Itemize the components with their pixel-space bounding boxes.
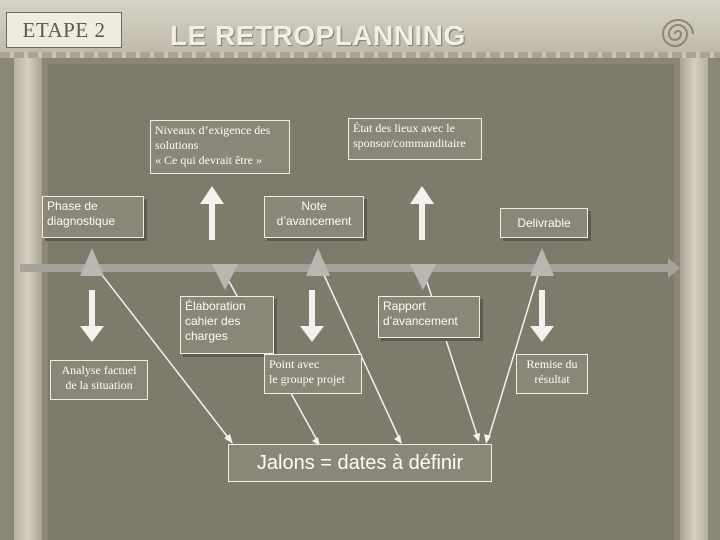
point-avec-box: Point avec le groupe projet — [264, 354, 362, 394]
exigence-line-2: solutions — [155, 138, 285, 153]
connector-arrowhead-1 — [224, 434, 233, 444]
milestone-marker-up-1 — [80, 248, 104, 276]
etat-des-lieux-box: État des lieux avec le sponsor/commandit… — [348, 118, 482, 160]
note-line-2: d’avancement — [269, 214, 359, 229]
connector-line-3 — [318, 262, 400, 440]
analyse-line-2: de la situation — [55, 378, 143, 393]
elaboration-box: Élaboration cahier des charges — [180, 296, 274, 354]
delivrable-label: Delivrable — [505, 211, 583, 235]
milestone-marker-down-1 — [212, 264, 238, 290]
down-arrow-3 — [530, 290, 554, 342]
connector-arrowhead-4 — [473, 433, 480, 442]
timeline-bar — [20, 264, 668, 272]
exigence-line-3: « Ce qui devrait être » — [155, 153, 285, 168]
elaboration-line-3: charges — [185, 329, 269, 344]
note-line-1: Note — [269, 199, 359, 214]
remise-line-1: Remise du — [521, 357, 583, 372]
exigence-box: Niveaux d’exigence des solutions « Ce qu… — [150, 120, 290, 174]
connector-line-5 — [488, 262, 542, 440]
rapport-box: Rapport d’avancement — [378, 296, 480, 338]
phase-line-1: Phase de — [47, 199, 139, 214]
milestone-marker-up-2 — [306, 248, 330, 276]
milestone-marker-up-3 — [530, 248, 554, 276]
etat-line-1: État des lieux avec le — [353, 121, 477, 136]
timeline-arrowhead — [668, 258, 680, 278]
down-arrow-1 — [80, 290, 104, 342]
up-arrow-2 — [410, 186, 434, 240]
milestone-marker-down-2 — [410, 264, 436, 290]
elaboration-line-2: cahier des — [185, 314, 269, 329]
analyse-line-1: Analyse factuel — [55, 363, 143, 378]
phase-diagnostique-box: Phase de diagnostique — [42, 196, 144, 238]
point-line-1: Point avec — [269, 357, 357, 372]
rapport-line-1: Rapport — [383, 299, 475, 314]
remise-line-2: résultat — [521, 372, 583, 387]
elaboration-line-1: Élaboration — [185, 299, 269, 314]
rapport-line-2: d’avancement — [383, 314, 475, 329]
delivrable-box: Delivrable — [500, 208, 588, 238]
remise-box: Remise du résultat — [516, 354, 588, 394]
down-arrow-2 — [300, 290, 324, 342]
connector-arrowhead-3 — [394, 435, 402, 444]
up-arrow-1 — [200, 186, 224, 240]
etat-line-2: sponsor/commanditaire — [353, 136, 477, 151]
phase-line-2: diagnostique — [47, 214, 139, 229]
point-line-2: le groupe projet — [269, 372, 357, 387]
analyse-box: Analyse factuel de la situation — [50, 360, 148, 400]
note-avancement-box: Note d’avancement — [264, 196, 364, 238]
jalons-box: Jalons = dates à définir — [228, 444, 492, 482]
exigence-line-1: Niveaux d’exigence des — [155, 123, 285, 138]
